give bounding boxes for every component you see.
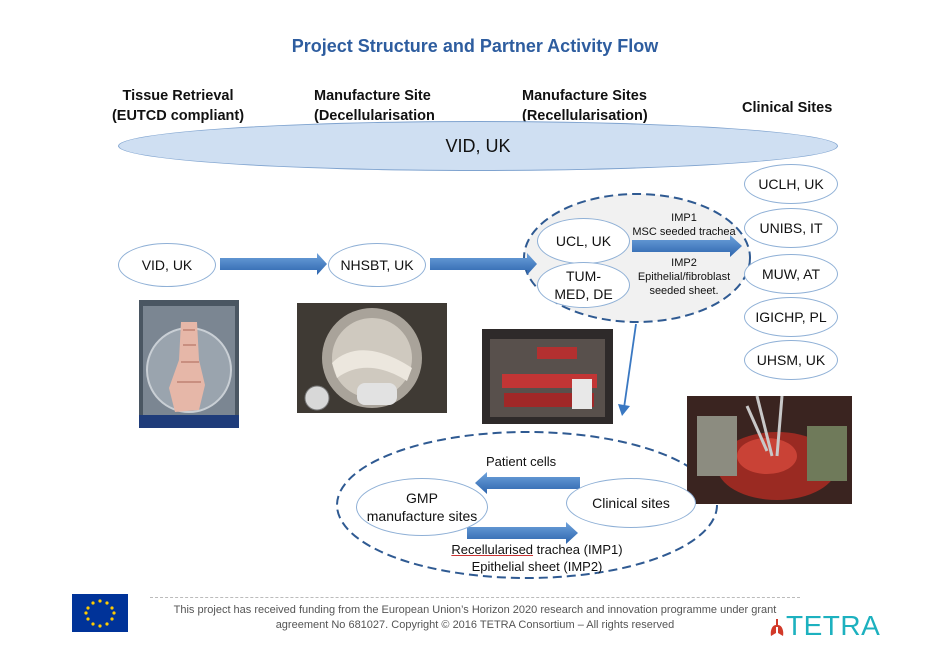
tetra-brand-text: TETRA	[786, 610, 881, 641]
arrow-nhsbt-to-recell	[430, 253, 537, 275]
clinical-site: UNIBS, IT	[744, 208, 838, 248]
cycle-boundary	[336, 431, 718, 579]
node-ucl: UCL, UK	[537, 218, 630, 264]
column-header-line: Manufacture Site	[314, 88, 431, 104]
funding-notice: This project has received funding from t…	[150, 603, 800, 633]
patient-cells-label: Patient cells	[486, 454, 557, 469]
arrow-patient-cells	[475, 472, 580, 494]
recellularised-word: Recellularised	[451, 542, 534, 557]
arrow-down-head	[618, 404, 630, 416]
imp1-label-line: IMP1	[671, 212, 697, 224]
node-nhsbt: NHSBT, UK	[328, 243, 426, 287]
column-header-line: Manufacture Sites	[522, 88, 647, 104]
cycle-output-label: Recellularised trachea (IMP1) Epithelial…	[437, 541, 637, 575]
surgery-photo	[687, 396, 852, 504]
tetra-logo: TETRA	[770, 610, 880, 642]
arrow-vid-to-nhsbt	[220, 253, 327, 275]
trachea-photo	[139, 300, 239, 428]
node-vid: VID, UK	[118, 243, 216, 287]
column-header-clinical-sites: Clinical Sites	[742, 100, 833, 116]
funding-line: This project has received funding from t…	[173, 604, 777, 616]
page-title: Project Structure and Partner Activity F…	[291, 36, 659, 56]
column-header-tissue-retrieval: Tissue Retrieval (EUTCD compliant)	[108, 86, 248, 126]
gmp-line: GMP	[406, 490, 438, 506]
clinical-site: MUW, AT	[744, 254, 838, 294]
column-header-line: (EUTCD compliant)	[111, 108, 245, 124]
clinical-site: IGICHP, PL	[744, 297, 838, 337]
column-header-recellularisation: Manufacture Sites (Recellularisation)	[522, 86, 648, 126]
lungs-icon	[770, 619, 784, 636]
output-line-imp2: Epithelial sheet (IMP2)	[471, 559, 603, 574]
node-gmp-manufacture: GMP manufacture sites	[356, 478, 488, 536]
imp1-label-line: MSC seeded trachea	[632, 226, 736, 238]
imp1-label: IMP1 MSC seeded trachea	[628, 211, 740, 239]
imp2-label: IMP2 Epithelial/fibroblast seeded sheet.	[628, 256, 740, 298]
clinical-site: UHSM, UK	[744, 340, 838, 380]
vid-banner: VID, UK	[118, 121, 838, 171]
funding-line: agreement No 681027. Copyright © 2016 TE…	[275, 619, 675, 631]
eu-flag-icon	[72, 594, 128, 632]
column-header-line: (Decellularisation	[314, 108, 435, 124]
column-header-line: Tissue Retrieval	[122, 88, 234, 104]
imp2-label-line: Epithelial/fibroblast	[637, 271, 731, 283]
column-header-line: (Recellularisation)	[522, 108, 648, 124]
arrow-down-line	[623, 323, 637, 409]
footer-divider	[150, 597, 800, 598]
arrow-recell-to-clinical	[632, 235, 742, 257]
output-line-imp1: Recellularised trachea (IMP1)	[437, 541, 637, 558]
clinical-site: UCLH, UK	[744, 164, 838, 204]
imp2-label-line: IMP2	[671, 257, 697, 269]
imp2-label-line: seeded sheet.	[649, 285, 719, 297]
node-clinical-sites: Clinical sites	[566, 478, 696, 528]
column-header-decellularisation: Manufacture Site (Decellularisation	[314, 86, 435, 126]
output-line-rest: trachea (IMP1)	[533, 542, 623, 557]
node-tum-med: TUM-MED, DE	[537, 262, 630, 308]
arrow-recellularised	[467, 522, 578, 544]
bioreactor-photo	[482, 329, 613, 424]
gmp-line: manufacture sites	[366, 508, 478, 524]
decellularisation-equipment-photo	[297, 303, 447, 413]
